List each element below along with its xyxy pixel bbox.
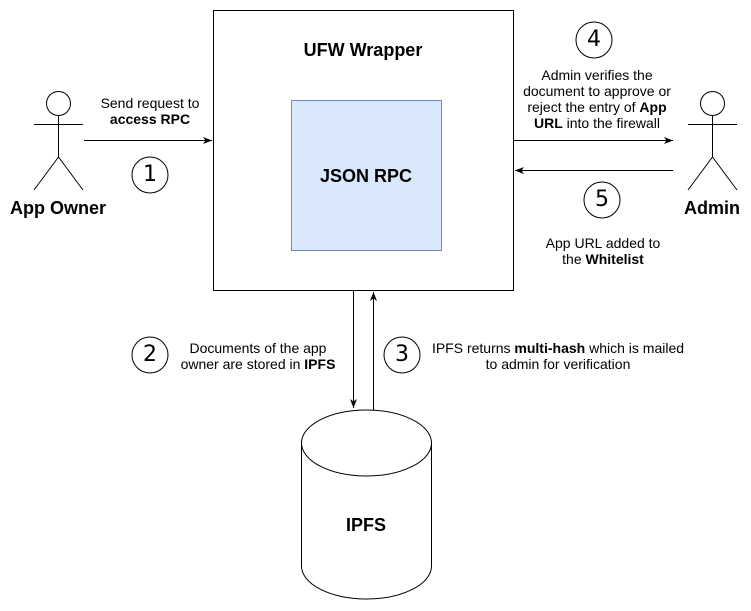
step-1-number: 1 bbox=[143, 162, 157, 187]
whitelist-label-line-1: App URL added to bbox=[545, 235, 661, 251]
step-5-circle bbox=[583, 181, 621, 219]
hash-label: IPFS returns multi-hash which is mailed … bbox=[424, 340, 692, 372]
whitelist-label-pre: the bbox=[562, 251, 586, 267]
request-label: Send request to access RPC bbox=[86, 95, 214, 127]
verify-label-bold-1: App bbox=[639, 99, 667, 115]
verify-label-bold-2: URL bbox=[533, 115, 563, 131]
admin-label: Admin bbox=[684, 198, 740, 218]
request-label-bold: access RPC bbox=[109, 111, 191, 127]
step-1-circle bbox=[131, 156, 169, 194]
ipfs-title: IPFS bbox=[345, 515, 386, 535]
store-label-line-1: Documents of the app bbox=[189, 340, 327, 356]
step-2-number: 2 bbox=[143, 342, 157, 367]
verify-label-line-4: into the firewall bbox=[562, 115, 661, 131]
admin-actor-icon bbox=[687, 91, 738, 191]
step-3-circle bbox=[383, 336, 421, 374]
hash-label-pre: IPFS returns bbox=[431, 340, 515, 356]
hash-label-post: which is mailed bbox=[585, 340, 685, 356]
verify-label-line-2: document to approve or bbox=[523, 83, 671, 99]
json-rpc-box bbox=[291, 100, 442, 251]
verify-label-line-1: Admin verifies the bbox=[541, 67, 653, 83]
step-5-number: 5 bbox=[595, 187, 609, 212]
json-rpc-title: JSON RPC bbox=[319, 166, 413, 186]
ufw-wrapper-title: UFW Wrapper bbox=[303, 40, 423, 60]
app-owner-actor-icon bbox=[33, 91, 84, 191]
step-4-circle bbox=[575, 21, 613, 59]
step-2-circle bbox=[131, 336, 169, 374]
whitelist-label-bold: Whitelist bbox=[585, 251, 644, 267]
ipfs-database-icon bbox=[301, 409, 432, 600]
verify-label: Admin verifies the document to approve o… bbox=[512, 67, 682, 131]
hash-label-bold: multi-hash bbox=[514, 340, 586, 356]
step-3-number: 3 bbox=[395, 342, 409, 367]
store-label-bold: IPFS bbox=[304, 356, 336, 372]
request-label-line-1: Send request to bbox=[100, 95, 200, 111]
hash-label-line-2: to admin for verification bbox=[485, 356, 631, 372]
verify-label-line-3: reject the entry of bbox=[527, 99, 640, 115]
store-label-line-2: owner are stored in bbox=[180, 356, 305, 372]
app-owner-label: App Owner bbox=[9, 198, 106, 218]
store-label: Documents of the app owner are stored in… bbox=[172, 340, 344, 372]
step-4-number: 4 bbox=[587, 27, 601, 52]
whitelist-label: App URL added to the Whitelist bbox=[533, 235, 673, 267]
